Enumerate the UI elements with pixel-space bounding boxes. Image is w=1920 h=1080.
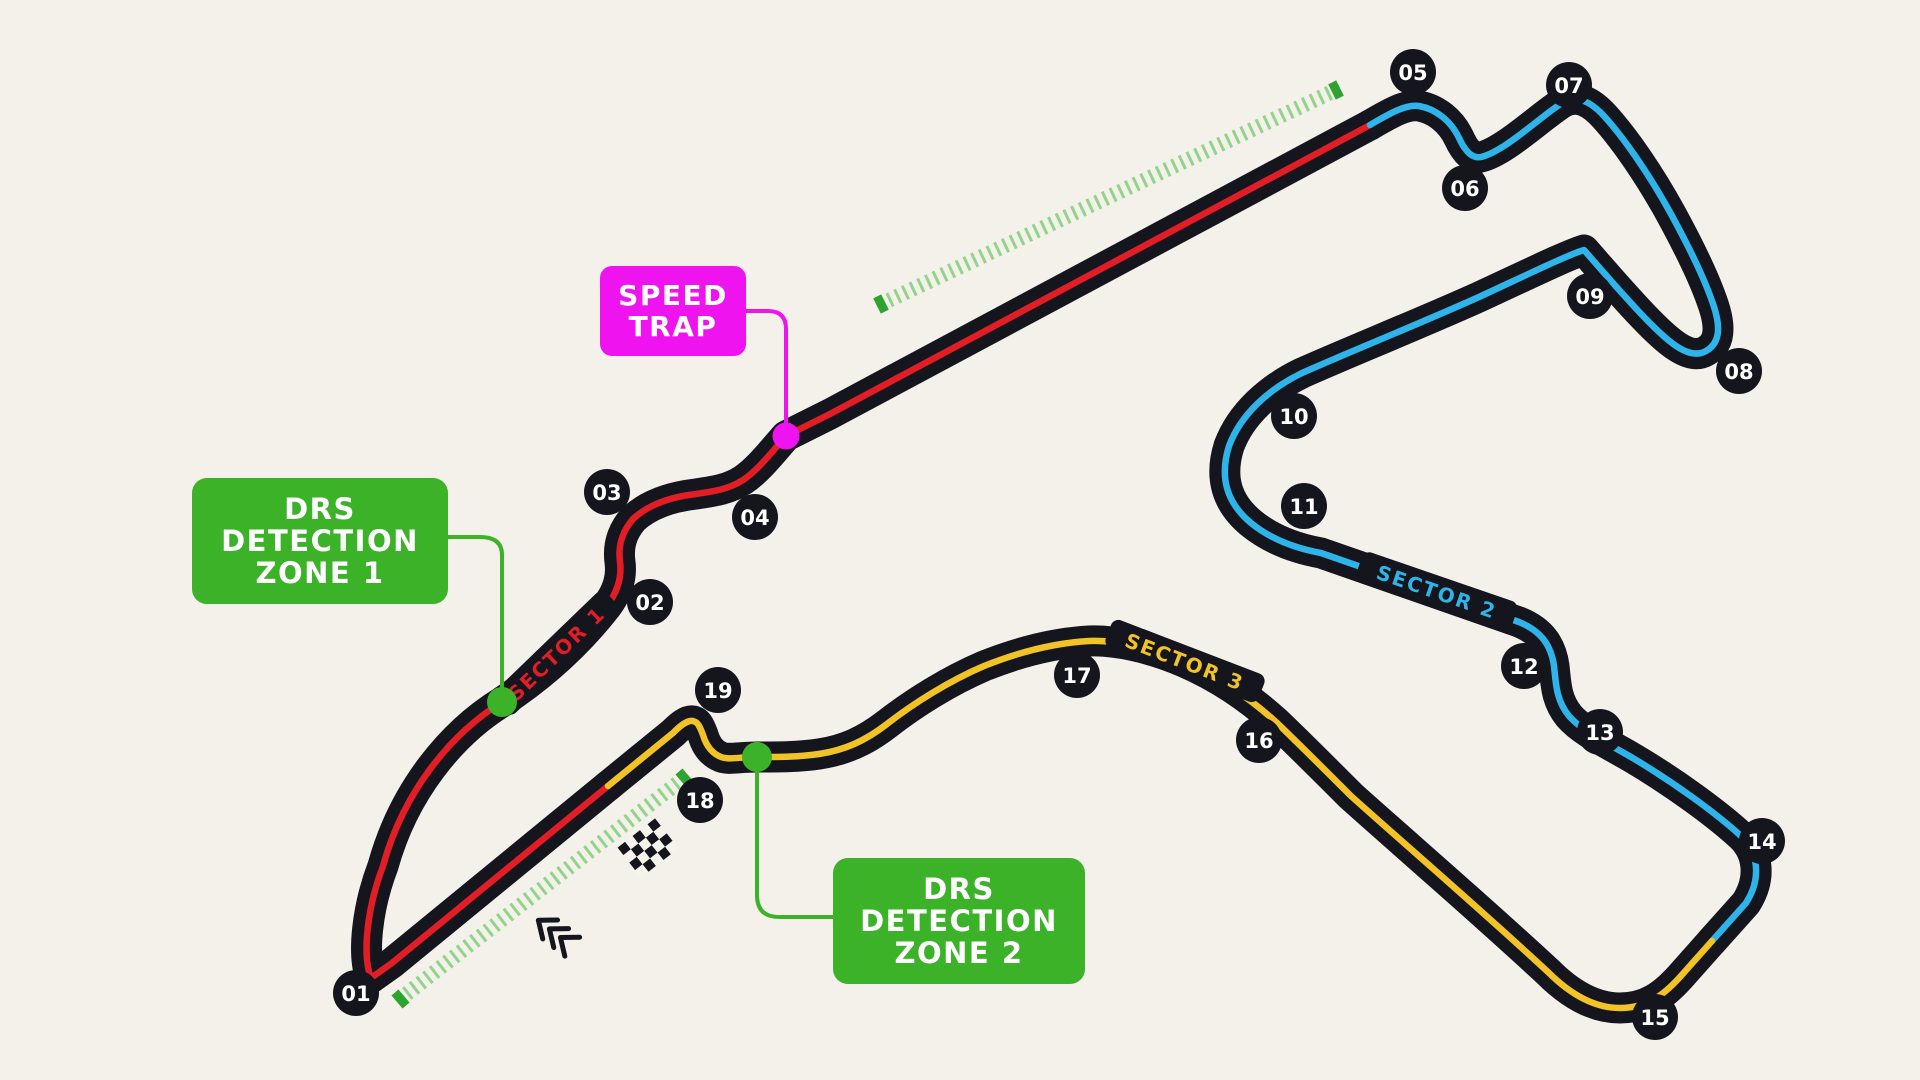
flag-cell xyxy=(644,845,658,859)
flag-cell xyxy=(665,840,679,855)
turn-marker-01: 01 xyxy=(333,970,379,1016)
sector1-label-backing xyxy=(492,591,620,715)
flag-cell xyxy=(659,833,673,847)
svg-text:13: 13 xyxy=(1585,721,1614,745)
drs-detection-dot-2 xyxy=(742,742,772,772)
turn-marker-09: 09 xyxy=(1567,273,1613,319)
flag-cell xyxy=(632,830,646,844)
turn-marker-18: 18 xyxy=(677,777,723,823)
svg-text:15: 15 xyxy=(1640,1006,1669,1030)
turn-markers: 01 02 03 04 05 06 07 08 09 10 11 12 13 14 15 16 17 18 19 xyxy=(333,49,1785,1040)
drs-detection-zone-2-label: DRS DETECTION ZONE 2 xyxy=(833,858,1085,984)
svg-text:07: 07 xyxy=(1554,74,1583,98)
svg-text:19: 19 xyxy=(703,679,732,703)
turn-marker-11: 11 xyxy=(1281,483,1327,529)
svg-text:04: 04 xyxy=(740,506,769,530)
flag-cell xyxy=(625,835,639,850)
drs-zone-hatch-cap xyxy=(391,989,410,1009)
svg-text:18: 18 xyxy=(685,789,714,813)
speed-trap-label-line: SPEED xyxy=(618,279,728,312)
flag-cell xyxy=(645,831,660,846)
flag-cell xyxy=(635,864,649,878)
sector2-label: SECTOR 2 xyxy=(1356,552,1518,630)
flag-cell xyxy=(636,850,651,865)
sector1-label-text: SECTOR 1 xyxy=(503,601,610,706)
speed-trap-label-line: TRAP xyxy=(628,310,718,343)
drs-zone-hatch-cap xyxy=(675,768,694,788)
sector3-line xyxy=(604,637,1716,1012)
drs-zone-hatch-kemmel xyxy=(877,83,1340,311)
drs2-connector xyxy=(755,770,833,919)
turn-marker-08: 08 xyxy=(1716,348,1762,394)
flag-cell xyxy=(642,858,656,872)
svg-text:02: 02 xyxy=(635,591,664,615)
sector1-line xyxy=(363,121,1374,982)
drs-detection-zone-1-label: DRS DETECTION ZONE 1 xyxy=(192,478,448,604)
sector3-label: SECTOR 3 xyxy=(1105,619,1265,703)
drs-detection-dot-1 xyxy=(487,687,517,717)
flag-cell xyxy=(640,824,654,838)
checkered-flag-icon xyxy=(617,818,679,878)
sector2-label-backing xyxy=(1356,552,1518,630)
svg-text:08: 08 xyxy=(1724,360,1753,384)
svg-text:14: 14 xyxy=(1747,830,1776,854)
turn-marker-02: 02 xyxy=(627,579,673,625)
drs1-label-line: DRS xyxy=(284,492,356,526)
sector3-label-backing xyxy=(1105,619,1265,703)
direction-chevrons-icon xyxy=(535,917,583,959)
flag-cell xyxy=(629,856,643,871)
flag-cell xyxy=(638,837,652,851)
turn-marker-03: 03 xyxy=(584,469,630,515)
svg-text:05: 05 xyxy=(1398,61,1427,85)
drs2-label-line: ZONE 2 xyxy=(894,936,1024,970)
turn-marker-12: 12 xyxy=(1501,643,1547,689)
flag-cell xyxy=(617,841,631,856)
svg-text:17: 17 xyxy=(1062,664,1091,688)
turn-marker-07: 07 xyxy=(1546,62,1592,108)
drs2-label-line: DETECTION xyxy=(860,904,1058,938)
turn-marker-14: 14 xyxy=(1739,818,1785,864)
svg-text:16: 16 xyxy=(1244,729,1273,753)
speed-trap-dot xyxy=(772,422,800,450)
flag-cell xyxy=(653,825,667,840)
turn-marker-06: 06 xyxy=(1442,165,1488,211)
flag-cell xyxy=(630,843,645,857)
turn-marker-15: 15 xyxy=(1632,994,1678,1040)
flag-cell xyxy=(647,818,661,832)
turn-marker-04: 04 xyxy=(732,494,778,540)
flag-cell xyxy=(623,849,637,863)
speed-trap-connector xyxy=(745,309,788,423)
speed-trap-label: SPEED TRAP xyxy=(600,266,746,356)
turn-marker-16: 16 xyxy=(1236,717,1282,763)
flag-cell xyxy=(650,852,664,866)
drs2-label-line: DRS xyxy=(923,872,995,906)
svg-text:11: 11 xyxy=(1289,495,1318,519)
svg-text:03: 03 xyxy=(592,481,621,505)
svg-text:12: 12 xyxy=(1509,655,1538,679)
turn-marker-17: 17 xyxy=(1054,652,1100,698)
turn-marker-13: 13 xyxy=(1577,709,1623,755)
drs1-connector xyxy=(448,535,504,689)
flag-cell xyxy=(657,846,671,861)
track-sector1-path xyxy=(351,109,1386,994)
svg-text:01: 01 xyxy=(341,982,370,1006)
turn-marker-10: 10 xyxy=(1271,393,1317,439)
drs-zone-hatch-pit-straight xyxy=(395,772,689,1005)
svg-text:06: 06 xyxy=(1450,177,1479,201)
turn-marker-05: 05 xyxy=(1390,49,1436,95)
drs-zone-hatch-cap xyxy=(1328,80,1344,100)
flag-cell xyxy=(651,839,666,853)
svg-text:10: 10 xyxy=(1279,405,1308,429)
svg-text:09: 09 xyxy=(1575,285,1604,309)
drs1-label-line: ZONE 1 xyxy=(255,556,385,590)
turn-marker-19: 19 xyxy=(695,667,741,713)
drs1-label-line: DETECTION xyxy=(221,524,419,558)
drs-zone-hatch-cap xyxy=(873,294,889,314)
